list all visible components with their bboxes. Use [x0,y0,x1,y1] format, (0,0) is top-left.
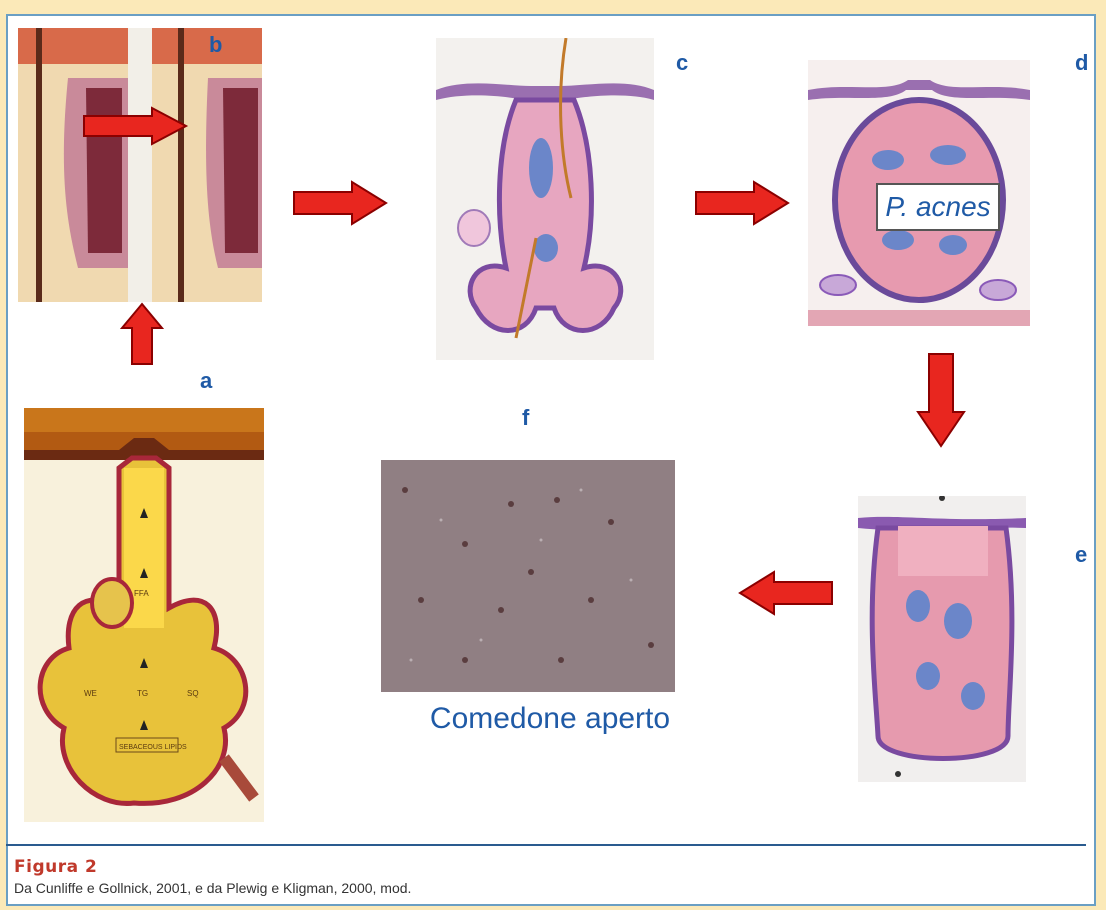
arrow-e-to-f [738,570,834,616]
label-b: b [209,32,222,58]
panel-b-follicle-sections [18,28,262,302]
label-a: a [200,368,212,394]
sq-label: SQ [187,689,199,698]
label-f: f [522,405,529,431]
arrow-d-to-e [916,352,966,448]
we-label: WE [84,689,97,698]
label-e: e [1075,542,1087,568]
arrow-up-a-to-b [120,302,164,366]
arrow-b-to-c [292,180,388,226]
label-c: c [676,50,688,76]
sebaceous-lipids-label: SEBACEOUS LIPIDS [119,744,187,751]
tg-label: TG [137,689,148,698]
caption-divider [6,844,1086,846]
comedone-aperto-label: Comedone aperto [420,702,680,736]
p-acnes-label: P. acnes [876,183,1000,231]
panel-c-microcomedone [436,38,654,360]
panel-f-skin-photo [381,460,675,692]
figure-title: Figura 2 [14,857,97,877]
panel-a-follicle-illustration: FFA WE TG SQ SEBACEOUS LIPIDS [24,408,264,822]
panel-e-inflamed-comedone [858,496,1026,782]
figure-caption: Da Cunliffe e Gollnick, 2001, e da Plewi… [14,880,411,896]
ffa-label: FFA [134,589,149,598]
arrow-inside-b [82,106,192,146]
label-d: d [1075,50,1088,76]
arrow-c-to-d [694,180,790,226]
